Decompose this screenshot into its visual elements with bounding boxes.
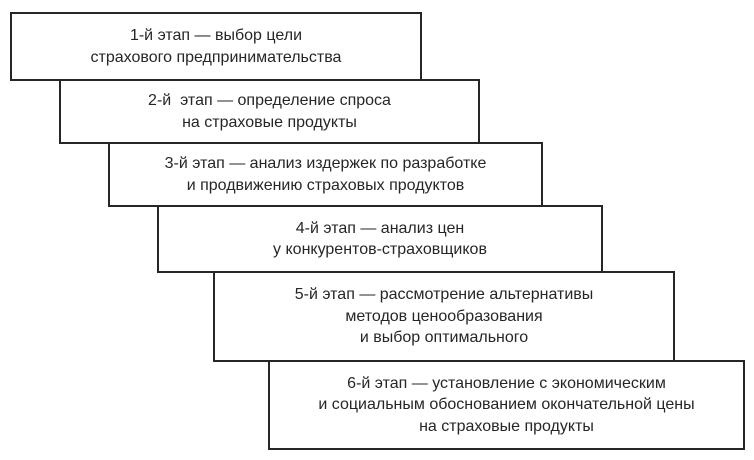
stage-box-1: 1-й этап — выбор цели страхового предпри… <box>10 12 422 81</box>
stage-label-6: 6-й этап — установление с экономическим … <box>318 374 695 435</box>
stage-box-5: 5-й этап — рассмотрение альтернативы мет… <box>213 271 675 362</box>
stage-label-5: 5-й этап — рассмотрение альтернативы мет… <box>294 286 594 347</box>
stage-label-2: 2-й этап — определение спроса на страхов… <box>148 92 391 131</box>
stage-box-3: 3-й этап — анализ издержек по разработке… <box>108 142 543 207</box>
stage-label-3: 3-й этап — анализ издержек по разработке… <box>164 155 487 194</box>
stage-label-4: 4-й этап — анализ цен у конкурентов-стра… <box>273 219 487 259</box>
stage-box-4: 4-й этап — анализ цен у конкурентов-стра… <box>157 205 603 273</box>
stage-box-6: 6-й этап — установление с экономическим … <box>268 360 745 450</box>
stage-label-1: 1-й этап — выбор цели страхового предпри… <box>90 27 342 66</box>
stage-box-2: 2-й этап — определение спроса на страхов… <box>59 79 480 144</box>
